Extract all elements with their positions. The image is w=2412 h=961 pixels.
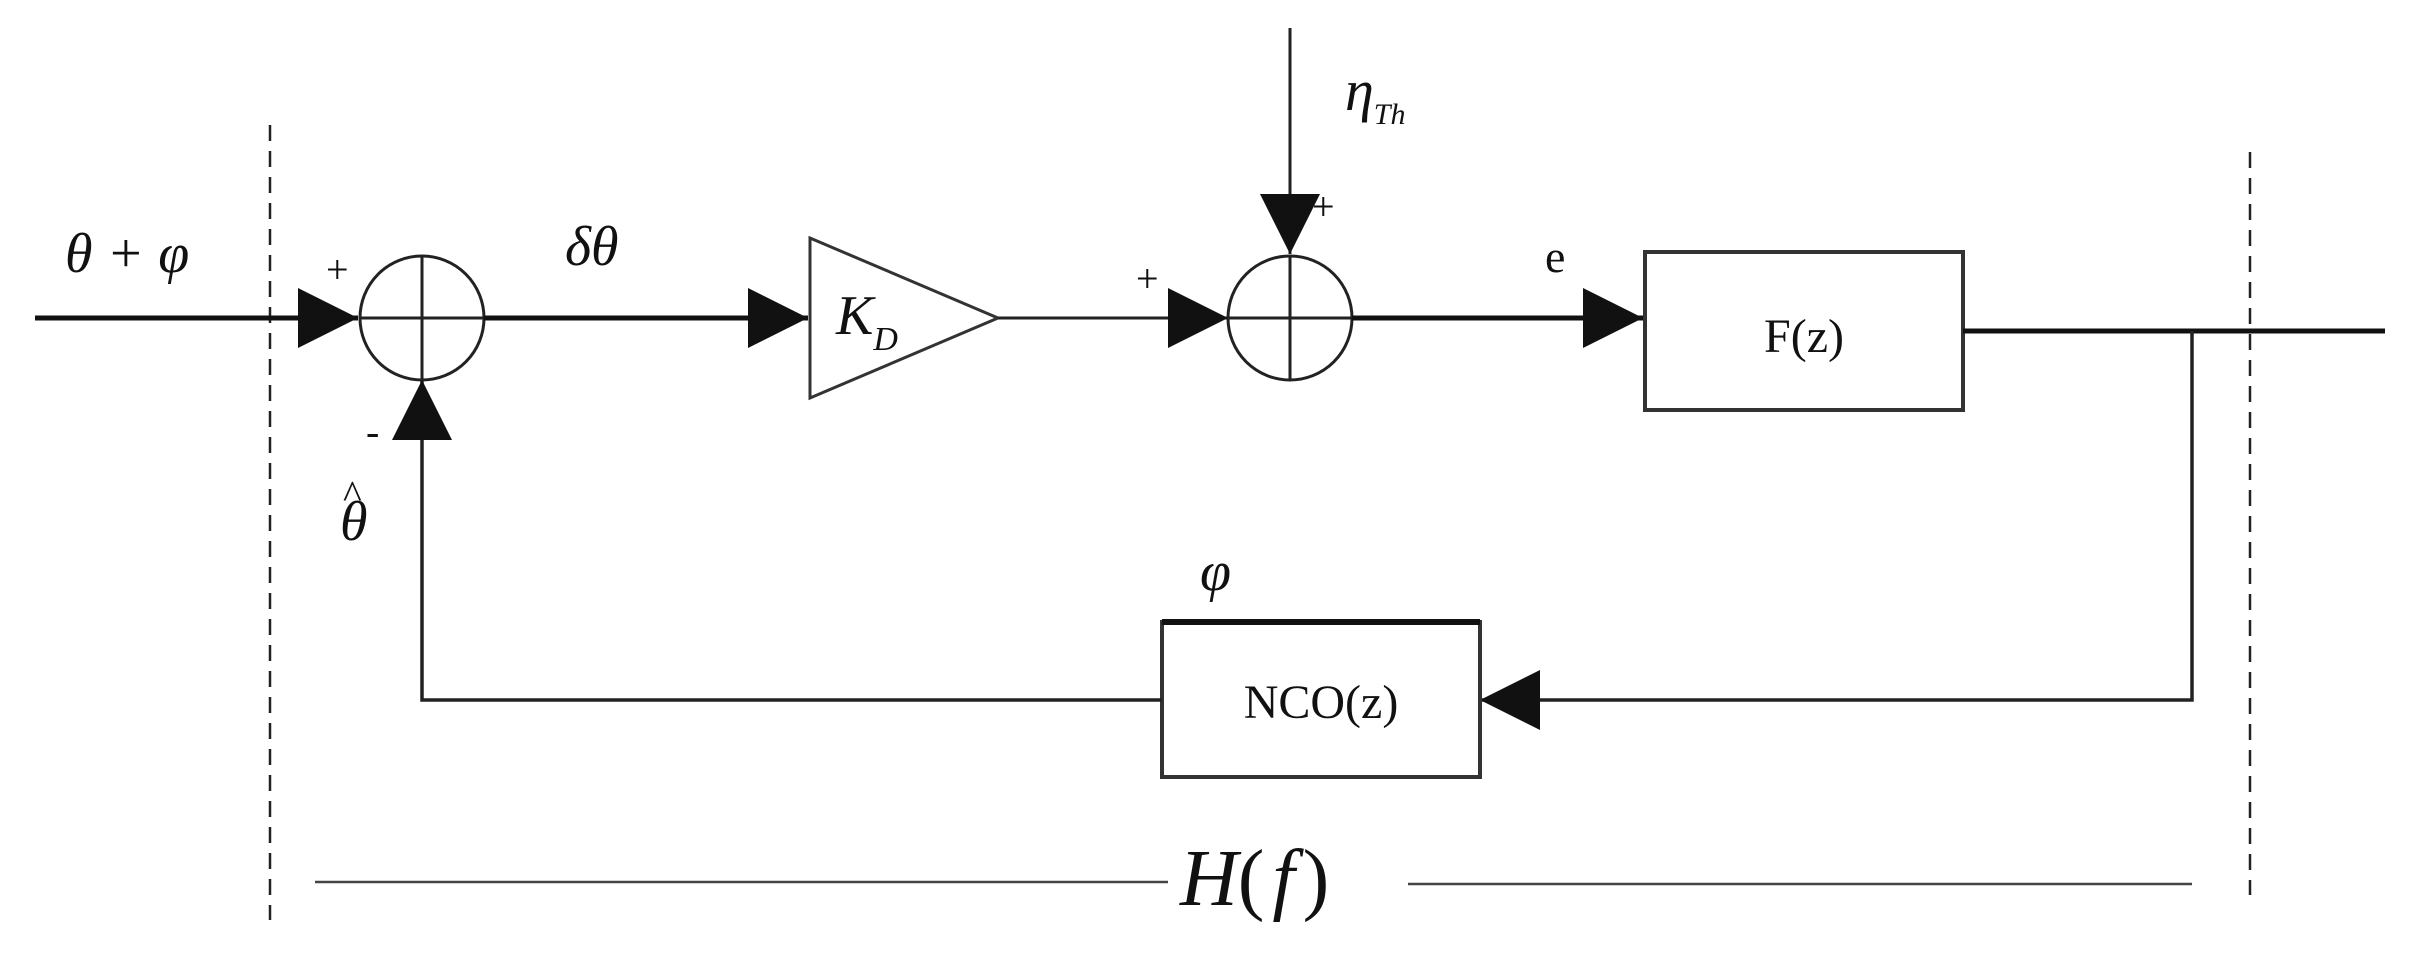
transfer-prefix: H xyxy=(1179,835,1242,923)
noise-label-sub: Th xyxy=(1374,98,1406,131)
gain-label: KD xyxy=(835,285,898,358)
filter-input-label: e xyxy=(1545,231,1565,282)
transfer-arg: f xyxy=(1272,835,1304,923)
loop-filter-block xyxy=(1643,250,1965,412)
summing-junction-2 xyxy=(1226,254,1354,382)
feedback-to-nco-line xyxy=(1480,331,2194,730)
sum2-plus-left: + xyxy=(1136,256,1159,301)
transfer-function-label: H(f) xyxy=(1179,835,1329,923)
gain-label-main: K xyxy=(835,285,876,347)
error-label: δθ xyxy=(565,216,619,278)
feedback-hat: ^ xyxy=(343,472,362,517)
transfer-open-paren: ( xyxy=(1238,835,1265,923)
feedback-label: θ xyxy=(340,491,368,553)
gain-label-sub: D xyxy=(872,321,898,358)
summing-junction-1 xyxy=(358,254,486,382)
nco-label: NCO(z) xyxy=(1244,676,1399,729)
nco-output-label: φ xyxy=(1200,541,1231,603)
sum2-plus-top: + xyxy=(1312,184,1335,229)
sum1-plus-sign: + xyxy=(326,247,349,292)
filter-label: F(z) xyxy=(1764,310,1844,363)
feedback-to-sum-line xyxy=(392,380,1162,702)
noise-label-main: η xyxy=(1345,58,1374,123)
input-label: θ + φ xyxy=(65,223,189,285)
gain-kd-block xyxy=(808,235,1002,401)
transfer-close-paren: ) xyxy=(1303,835,1330,923)
sum1-minus-sign: - xyxy=(366,409,379,454)
noise-label: ηTh xyxy=(1345,58,1405,131)
